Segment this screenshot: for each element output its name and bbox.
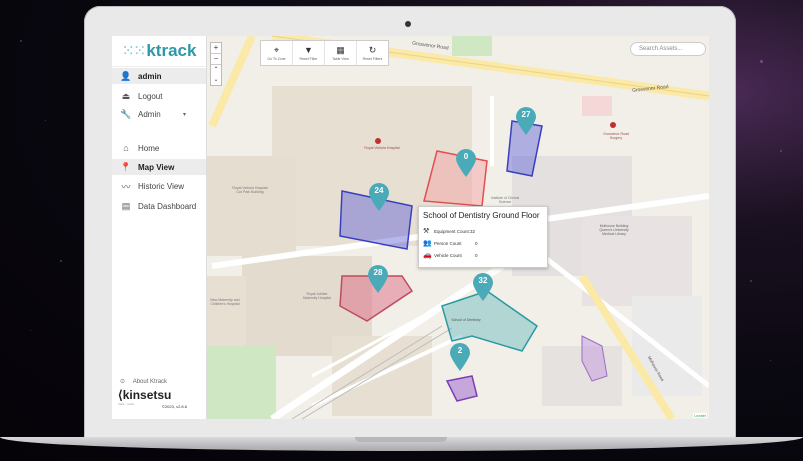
dashboard-icon: ▤ xyxy=(121,200,131,211)
car-icon: 🚗 xyxy=(423,252,432,259)
map-label: Royal Jubilee Maternity Hospital xyxy=(302,292,331,300)
table-icon: ▦ xyxy=(336,45,345,55)
caret-down-icon: ▾ xyxy=(182,111,186,118)
map-label: New Maternity and Children's Hospital xyxy=(210,298,240,306)
zoom-control: + − ⌃ ⌄ xyxy=(210,42,222,86)
chevron-down-icon[interactable]: ⌄ xyxy=(213,77,219,83)
leaflet-attribution[interactable]: Leaflet xyxy=(692,413,707,418)
target-icon: ⌖ xyxy=(273,45,280,55)
filter-icon: ▼ xyxy=(304,45,313,55)
kinsetsu-logo: ⟨kinsetsu xyxy=(118,388,172,402)
map-label: Grosvenor Road Surgery xyxy=(603,132,629,140)
zone-popup: School of Dentistry Ground Floor ⚒ Equip… xyxy=(418,206,548,268)
sidebar: ⁙⁙ ktrack 👤 admin ⏏ Logout 🔧 Admin ▾ ⌂ H… xyxy=(112,36,207,419)
camera-icon xyxy=(405,21,411,27)
version-label: ©2023, v2.8.6 xyxy=(162,404,187,409)
home-icon: ⌂ xyxy=(123,143,129,153)
reset-filters-button[interactable]: ↻ Reset Filters xyxy=(362,45,383,61)
sidebar-item-logout[interactable]: ⏏ Logout xyxy=(121,90,163,101)
map-pin-icon: 📍 xyxy=(120,161,132,172)
map-label: Royal Victoria Hospital Car Park Buildin… xyxy=(232,186,268,194)
zoom-in-button[interactable]: + xyxy=(211,43,221,54)
map-label: Institute of Clinical Science xyxy=(490,196,520,204)
about-link[interactable]: ⊙ About Ktrack xyxy=(120,379,168,385)
laptop-base xyxy=(0,437,803,451)
people-icon: 👥 xyxy=(423,240,432,247)
reset-filter-button[interactable]: ▼ Reset Filter xyxy=(293,41,325,65)
zone-marker[interactable]: 27 xyxy=(514,106,538,136)
map-label: Mulhouse Building Queen's University Med… xyxy=(599,224,629,236)
wrench-icon: 🔧 xyxy=(120,108,132,119)
search-input[interactable]: Search Assets... xyxy=(630,42,706,56)
zone-marker[interactable]: 2 xyxy=(448,342,472,372)
tools-icon: ⚒ xyxy=(423,228,430,235)
person-row: 👥 Person Count 0 xyxy=(423,240,478,247)
user-menu[interactable]: 👤 admin xyxy=(112,68,206,84)
map-label: Royal Victoria Hospital xyxy=(364,146,400,150)
zone-marker[interactable]: 28 xyxy=(366,264,390,294)
zone-marker[interactable]: 0 xyxy=(454,148,478,178)
go-to-zone-button[interactable]: ⌖ Go To Zone xyxy=(261,41,293,65)
table-view-button[interactable]: ▦ Table View xyxy=(325,41,357,65)
ktrack-logo[interactable]: ⁙⁙ ktrack xyxy=(112,36,206,67)
laptop-notch xyxy=(355,437,447,442)
sidebar-item-admin[interactable]: 🔧 Admin ▾ xyxy=(120,108,186,119)
sidebar-item-home[interactable]: ⌂ Home xyxy=(112,140,206,156)
sidebar-item-map-view[interactable]: 📍 Map View xyxy=(112,159,206,175)
popup-title: School of Dentistry Ground Floor xyxy=(423,211,540,220)
zone-marker[interactable]: 32 xyxy=(471,272,495,302)
chevron-up-icon[interactable]: ⌃ xyxy=(213,67,219,73)
info-icon: ⊙ xyxy=(120,379,126,385)
map-toolbar: ⌖ Go To Zone ▼ Reset Filter ▦ Table View… xyxy=(260,40,389,66)
sidebar-item-data-dashboard[interactable]: ▤ Data Dashboard xyxy=(121,200,197,211)
map-label: School of Dentistry xyxy=(451,318,481,322)
logout-icon: ⏏ xyxy=(121,90,131,101)
sidebar-item-historic-view[interactable]: 〰 Historic View xyxy=(121,181,185,192)
user-icon: 👤 xyxy=(120,70,132,81)
map-canvas[interactable] xyxy=(112,36,709,419)
app-screen: Grosvenor Road Grosvenor Road Mulhouse R… xyxy=(112,36,709,419)
trend-icon: 〰 xyxy=(121,181,131,192)
vehicle-row: 🚗 Vehicle Count 0 xyxy=(423,252,478,259)
kinsetsu-tagline: trace · track xyxy=(118,402,134,406)
zone-marker[interactable]: 24 xyxy=(367,182,391,212)
equipment-row: ⚒ Equipment Count:32 xyxy=(423,228,476,235)
refresh-icon: ↻ xyxy=(368,45,377,55)
zoom-out-button[interactable]: − xyxy=(211,54,221,65)
